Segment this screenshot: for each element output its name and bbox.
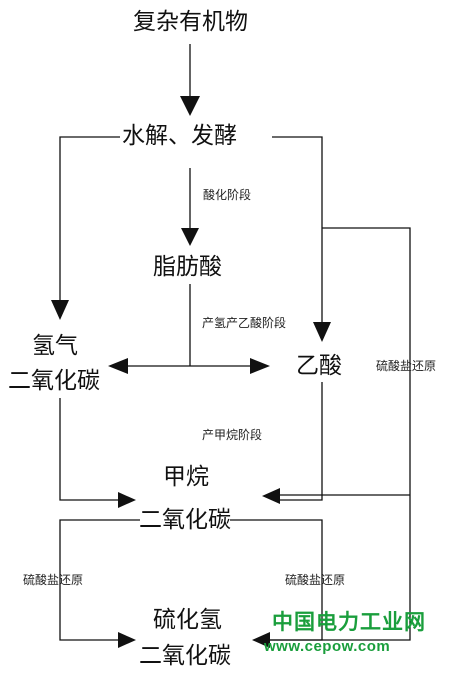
node-co2-bottom: 二氧化碳 [139, 643, 231, 669]
label-methanogenic-stage: 产甲烷阶段 [202, 428, 263, 442]
arrowhead-acetic [313, 322, 331, 342]
arrowhead-hydrogen [51, 300, 69, 320]
watermark-title: 中国电力工业网 [272, 611, 426, 634]
node-hydrogen: 氢气 [32, 333, 78, 359]
arrowhead-h2s-left [118, 632, 136, 648]
arrowhead-fatty-acids [181, 228, 199, 246]
connector-sulfate-reduction-right [270, 227, 411, 641]
connector-co2-to-methane [59, 398, 118, 501]
arrowhead-double-right [250, 358, 270, 374]
connector-hydrolysis-to-hydrogen [59, 136, 120, 300]
connector-methane-to-h2s-right [230, 519, 323, 641]
node-fatty-acids: 脂肪酸 [153, 254, 222, 280]
label-acidification-stage: 酸化阶段 [203, 188, 252, 202]
node-co2-middle: 二氧化碳 [139, 507, 231, 533]
arrowhead-methane-from-left [118, 492, 136, 508]
label-sulfate-reduction-middle: 硫酸盐还原 [285, 573, 346, 587]
node-acetic-acid: 乙酸 [296, 353, 342, 379]
node-complex-organics: 复杂有机物 [133, 9, 248, 35]
connector-hydrolysis-to-acetic [272, 136, 323, 322]
label-hydrogen-acetate-stage: 产氢产乙酸阶段 [202, 316, 287, 330]
node-methane: 甲烷 [163, 464, 209, 490]
watermark-url: www.cepow.com [264, 638, 391, 655]
label-sulfate-reduction-left: 硫酸盐还原 [23, 573, 84, 587]
label-sulfate-reduction-right: 硫酸盐还原 [376, 359, 437, 373]
arrowhead-hydrolysis [180, 96, 200, 116]
arrowhead-methane-from-right [262, 488, 280, 504]
arrowhead-double-left [108, 358, 128, 374]
node-hydrolysis-fermentation: 水解、发酵 [122, 123, 237, 149]
node-hydrogen-sulfide: 硫化氢 [153, 607, 222, 633]
node-co2-left: 二氧化碳 [8, 368, 100, 394]
arrowhead-h2s-right [252, 632, 270, 648]
connector-methane-to-h2s-left [59, 519, 140, 641]
connector-acetic-to-methane [280, 382, 323, 501]
